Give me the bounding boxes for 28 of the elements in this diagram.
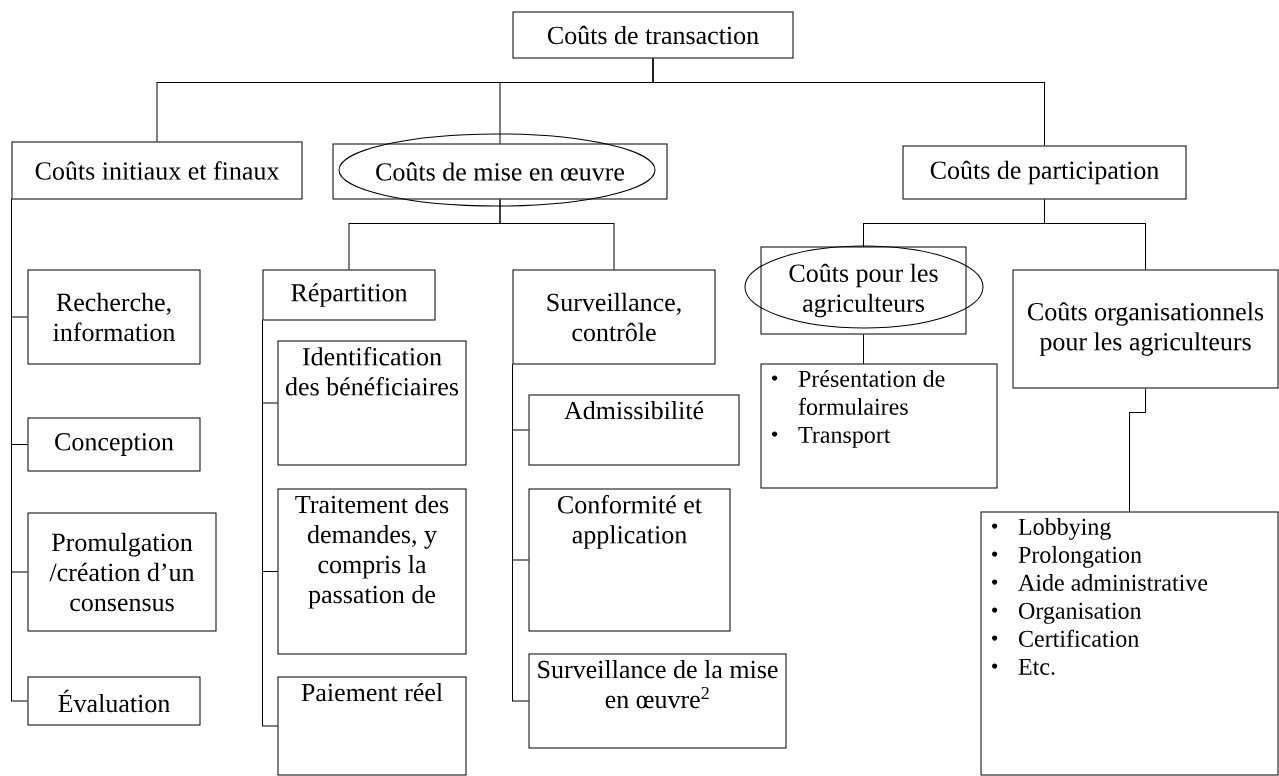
connector-line bbox=[1129, 388, 1146, 513]
text-box: Coûts initiaux et finaux bbox=[11, 141, 303, 200]
connector-line bbox=[1044, 199, 1146, 270]
text-box: Conformité et application bbox=[528, 488, 731, 632]
connector-line bbox=[262, 320, 278, 727]
text-box: Surveillance, contrôle bbox=[512, 269, 716, 365]
text-box: Coûts organisationnels pour les agriculteurs bbox=[1012, 269, 1279, 389]
connector-line bbox=[652, 58, 1045, 146]
bullet-list-box: Lobbying Prolongation Aide administrative Organisation Certification Etc. bbox=[980, 511, 1279, 776]
text-box: Promulgation /création d’un consensus bbox=[27, 512, 217, 632]
bullet-list-box: Présentation de formulaires Transport bbox=[760, 363, 998, 489]
connector-line bbox=[512, 364, 529, 702]
text-box: Coûts de mise en œuvre bbox=[332, 143, 668, 200]
text-box: Coûts de transaction bbox=[512, 11, 794, 59]
text-box: Traitement des demandes, y compris la passation de bbox=[277, 488, 467, 655]
text-box: Paiement réel bbox=[277, 676, 467, 776]
text-box: Surveillance de la mise en œuvre$^{2}$ bbox=[528, 653, 787, 749]
text-box: Admissibilité bbox=[528, 394, 740, 466]
text-box: Coûts pour les agriculteurs bbox=[760, 246, 967, 335]
connector-line bbox=[499, 199, 615, 270]
connector-line bbox=[11, 199, 28, 702]
text-box: Répartition bbox=[262, 269, 436, 321]
text-box: Évaluation bbox=[27, 676, 201, 726]
text-box: Identification des bénéficiaires bbox=[277, 340, 467, 466]
text-box: Recherche, information bbox=[27, 269, 201, 365]
text-box: Coûts de participation bbox=[902, 145, 1187, 200]
connector-line bbox=[863, 334, 864, 365]
text-box: Conception bbox=[27, 417, 201, 472]
